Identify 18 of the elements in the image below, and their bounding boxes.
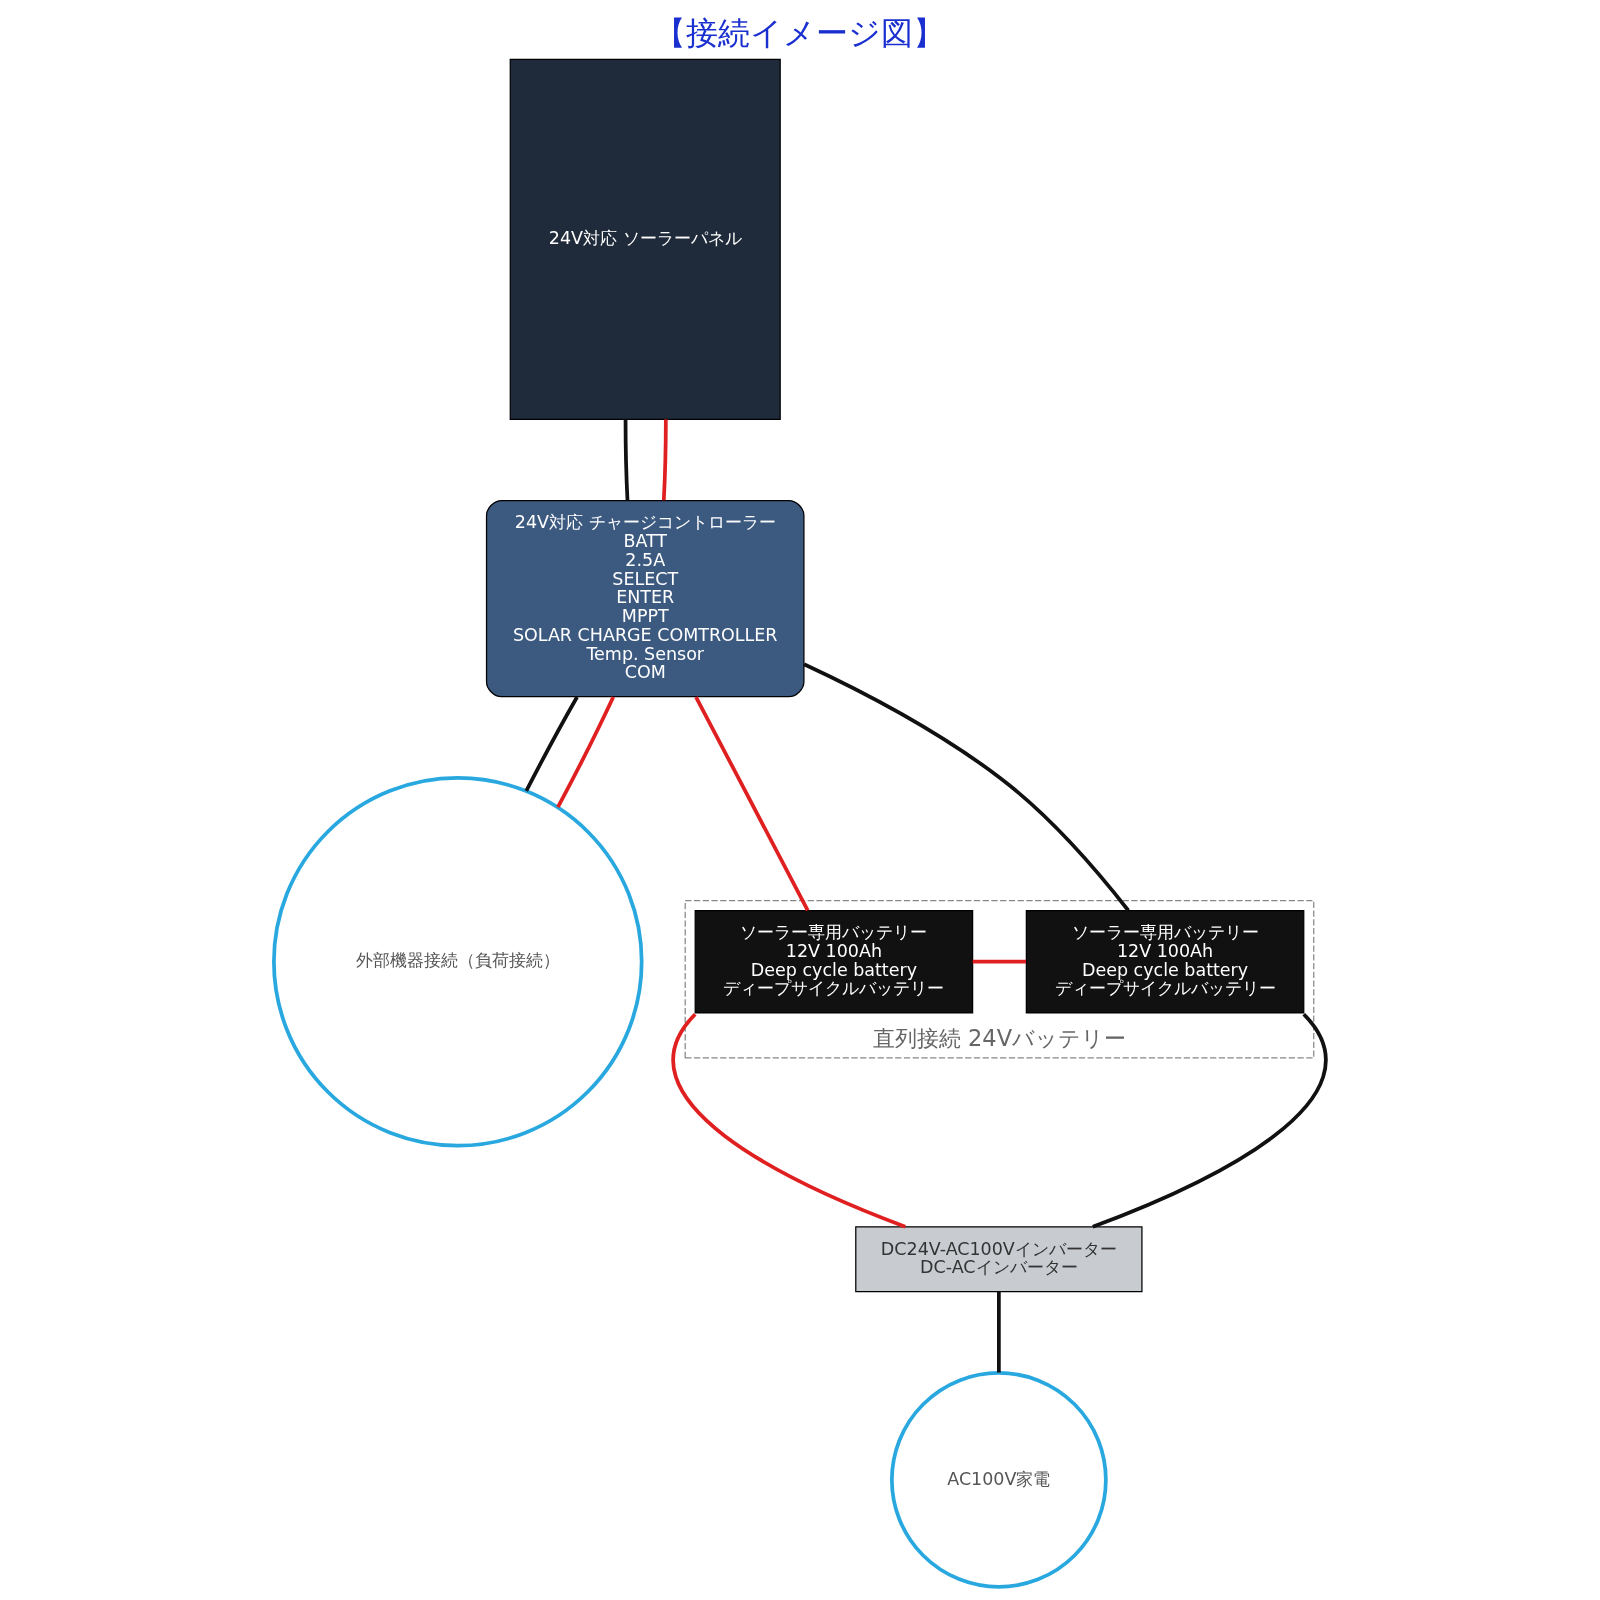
connector	[972, 959, 1026, 964]
node-box: DC24V-AC100Vインバーター DC-ACインバーター	[855, 1226, 1143, 1293]
connector	[661, 419, 668, 501]
connector	[1092, 1013, 1328, 1229]
connector	[694, 696, 810, 912]
node-circle: 外部機器接続（負荷接続）	[272, 776, 644, 1148]
node-box: ソーラー専用バッテリー 12V 100Ah Deep cycle battery ディープサイクルバッテリー	[1025, 909, 1305, 1014]
node-box: ソーラー専用バッテリー 12V 100Ah Deep cycle battery ディープサイクルバッテリー	[694, 909, 974, 1014]
connector	[556, 696, 615, 809]
node-box: 24V対応 ソーラーパネル	[509, 58, 781, 420]
node-circle: AC100V家電	[890, 1371, 1108, 1589]
node-box: 24V対応 チャージコントローラー BATT 2.5A SELECT ENTER MPPT SOLAR CHARGE COMTROLLER Temp. Sensor COM	[485, 499, 805, 698]
connector	[671, 1013, 906, 1229]
diagram-title: 【接続イメージ図】	[654, 14, 946, 53]
connector	[997, 1291, 1001, 1373]
connector	[803, 662, 1130, 912]
connector	[623, 419, 630, 501]
connector	[524, 696, 579, 792]
